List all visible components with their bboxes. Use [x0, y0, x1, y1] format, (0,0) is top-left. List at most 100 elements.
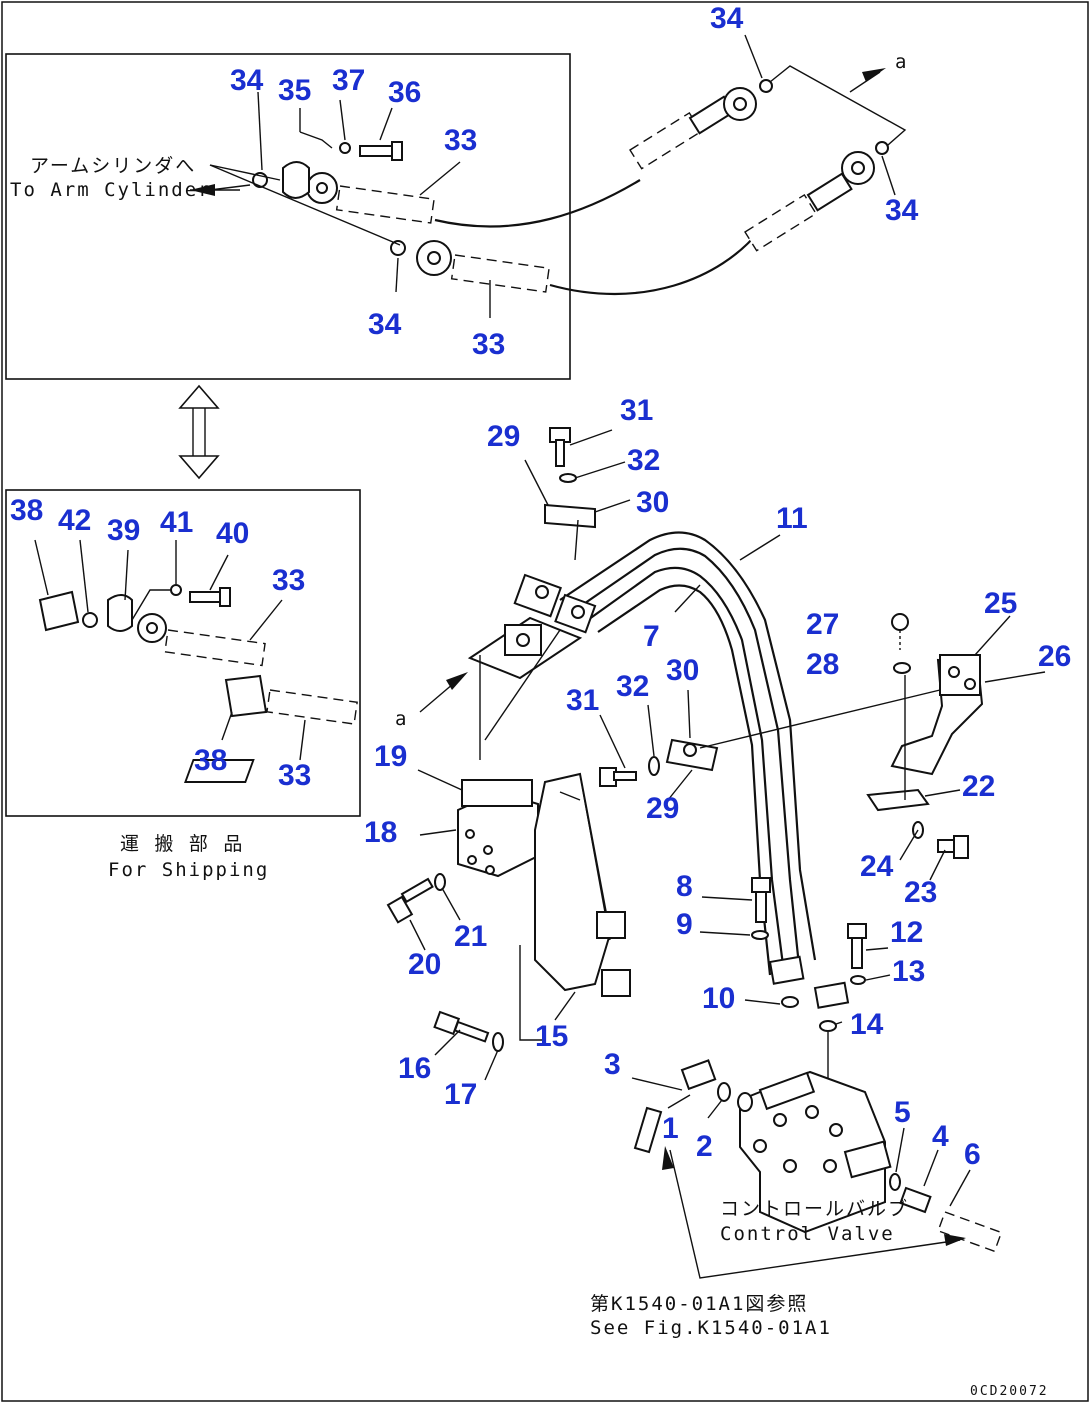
callout-22: 22 [962, 770, 995, 803]
label-see-fig-jp: 第K1540-01A1図参照 [590, 1293, 808, 1315]
inset-box-shipping [5, 489, 361, 817]
callout-14: 14 [850, 1008, 884, 1041]
washer-21 [434, 873, 446, 891]
callout-26: 26 [1038, 640, 1071, 673]
hose-ends-top-right [629, 34, 907, 252]
callout-40: 40 [216, 517, 249, 550]
callout-33: 33 [472, 328, 505, 361]
callout-41: 41 [160, 506, 193, 539]
split-flange-35 [282, 161, 310, 199]
hose-33-lower [450, 254, 550, 293]
callout-32: 32 [616, 670, 649, 703]
washer-37 [339, 142, 351, 154]
callout-4: 4 [932, 1120, 949, 1153]
callout-35: 35 [278, 74, 311, 107]
oring-34-right [875, 141, 889, 155]
callout-19: 19 [374, 740, 407, 773]
bolt-40 [189, 591, 225, 603]
callout-39: 39 [107, 514, 140, 547]
callout-37: 37 [332, 64, 365, 97]
clamp-19 [461, 779, 533, 807]
callout-15: 15 [535, 1020, 568, 1053]
bolt-20 [386, 895, 414, 924]
inset-shipping [5, 489, 361, 817]
callout-23: 23 [904, 876, 937, 909]
label-shipping-en: For Shipping [108, 859, 269, 881]
callout-33: 33 [278, 759, 311, 792]
washer-41 [170, 584, 182, 596]
arrow-to-arm-cylinder [190, 184, 215, 196]
label-see-fig-en: See Fig.K1540-01A1 [590, 1317, 832, 1339]
callout-6: 6 [964, 1138, 981, 1171]
washer-17 [492, 1032, 504, 1052]
callout-34: 34 [710, 2, 744, 35]
hose-route-lower [549, 229, 761, 296]
label-shipping-jp: 運 搬 部 品 [120, 833, 244, 855]
callout-38: 38 [194, 744, 227, 777]
callout-34: 34 [885, 194, 919, 227]
callout-16: 16 [398, 1052, 431, 1085]
callout-27: 27 [806, 608, 839, 641]
bolt-36 [359, 145, 397, 157]
callout-2: 2 [696, 1130, 713, 1163]
washer-32-mid [648, 756, 660, 776]
oring-34-lower [390, 240, 406, 256]
callout-29: 29 [487, 420, 520, 453]
callout-3: 3 [604, 1048, 621, 1081]
callout-32: 32 [627, 444, 660, 477]
callout-33: 33 [444, 124, 477, 157]
bolt-12 [847, 923, 867, 939]
callout-36: 36 [388, 76, 421, 109]
arrow-ref-a-main [446, 672, 468, 690]
hose-6 [937, 1211, 1003, 1253]
fitting-4 [899, 1186, 932, 1214]
callout-42: 42 [58, 504, 91, 537]
tube-11 [559, 531, 817, 961]
callout-38: 38 [10, 494, 43, 527]
callout-8: 8 [676, 870, 693, 903]
bracket-15 [534, 772, 612, 992]
callout-11: 11 [776, 502, 808, 535]
hose-33-shipping-lower [266, 689, 358, 725]
bracket-22 [866, 788, 930, 812]
oring-14 [819, 1020, 837, 1032]
clamp-25 [939, 654, 981, 696]
callout-1: 1 [662, 1112, 679, 1145]
label-ref-a-main: a [395, 708, 408, 730]
arrow-ref-right [944, 1234, 966, 1246]
callout-7: 7 [643, 620, 660, 653]
callout-31: 31 [566, 684, 599, 717]
callout-18: 18 [364, 816, 397, 849]
hose-route-upper [434, 179, 641, 228]
oring-34-top [759, 79, 773, 93]
callout-25: 25 [984, 587, 1017, 620]
label-control-valve-en: Control Valve [720, 1223, 895, 1245]
arrow-ref-a-top [862, 68, 886, 82]
callout-33: 33 [272, 564, 305, 597]
hose-33-upper [335, 185, 435, 224]
callout-31: 31 [620, 394, 653, 427]
washer-32-upper [559, 473, 577, 483]
split-flange-39 [107, 594, 133, 632]
elbow-3 [680, 1059, 717, 1091]
callout-20: 20 [408, 948, 441, 981]
cap-38-upper [38, 590, 80, 632]
label-control-valve-jp: コントロールバルブ [720, 1197, 909, 1220]
callout-29: 29 [646, 792, 679, 825]
callout-10: 10 [702, 982, 735, 1015]
callout-30: 30 [666, 654, 699, 687]
drawing-number: 0CD20072 [970, 1384, 1049, 1399]
oring-2 [717, 1082, 731, 1102]
washer-13 [850, 975, 866, 985]
cap-38-lower [224, 674, 268, 718]
callout-12: 12 [890, 916, 923, 949]
oring-42 [82, 612, 98, 628]
label-arm-cylinder-jp: アームシリンダへ [30, 155, 196, 177]
clamp-lower-left [768, 955, 805, 985]
callout-9: 9 [676, 908, 693, 941]
bolt-27 [891, 613, 909, 631]
double-arrow [178, 384, 220, 480]
label-arm-cylinder-en: To Arm Cylinder [10, 179, 212, 201]
inset-box-top [5, 53, 571, 380]
